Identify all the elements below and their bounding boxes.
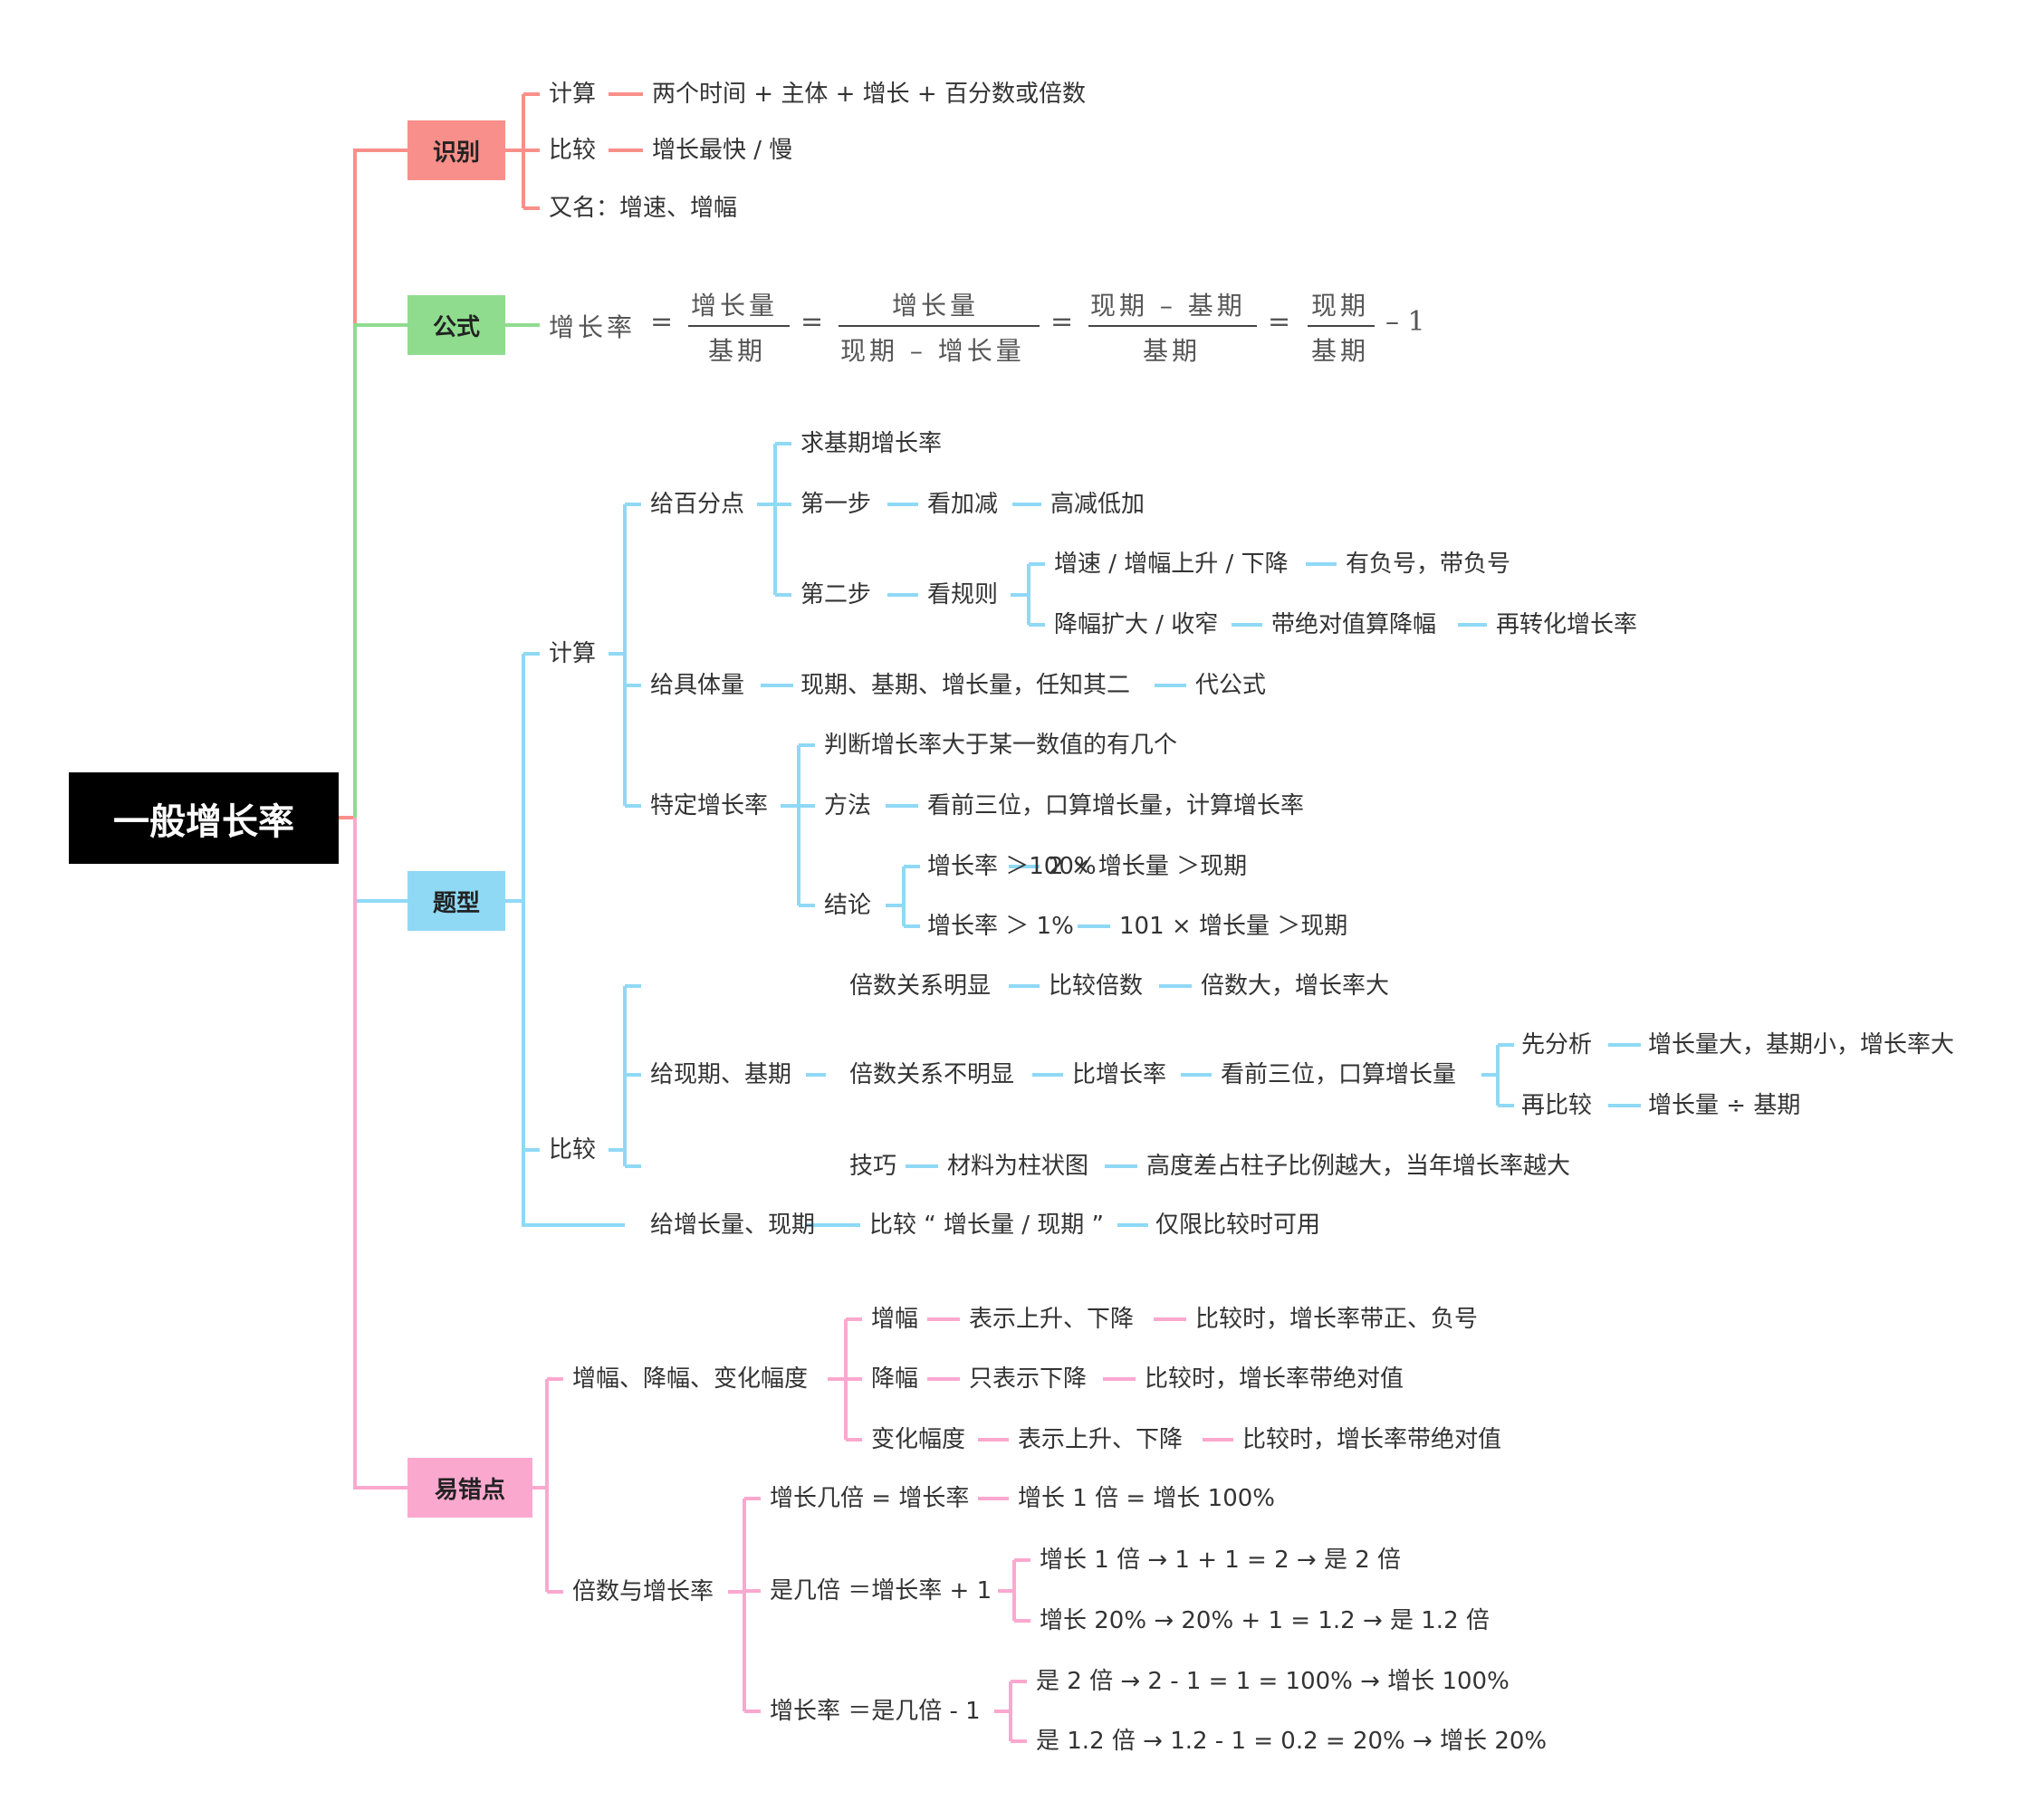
formula-eq-3: = (1050, 306, 1074, 338)
formula-f1-bar (688, 325, 790, 327)
types-unobvious: 倍数关系不明显 (849, 1061, 1015, 1088)
mistakes-m3-b: 是 1.2 倍 → 1.2 - 1 = 0.2 = 20% → 增长 20% (1036, 1728, 1548, 1755)
types-skill: 技巧 (849, 1153, 897, 1180)
formula-connectors (353, 323, 540, 818)
types-analyze: 先分析 (1521, 1031, 1593, 1058)
mistakes-dec: 降幅 (871, 1365, 919, 1393)
mistakes-chg-b: 比较时，增长率带绝对值 (1242, 1426, 1502, 1453)
types-recompare-res: 增长量 ÷ 基期 (1648, 1092, 1801, 1119)
types-step2-a: 看规则 (927, 581, 999, 608)
mistakes-inc-b: 比较时，增长率带正、负号 (1195, 1306, 1479, 1333)
category-types[interactable]: 题型 (407, 871, 505, 931)
mistakes-m2-b: 增长 20% → 20% + 1 = 1.2 → 是 1.2 倍 (1040, 1607, 1490, 1634)
types-method: 方法 (824, 792, 872, 819)
types-given-cur-base: 给现期、基期 (650, 1061, 792, 1088)
types-connectors (353, 442, 1641, 1227)
types-c1: 增长率 ＞100% (927, 853, 1097, 880)
formula-lhs: 增长率 (549, 312, 637, 342)
formula-f1-num: 增长量 (691, 291, 779, 321)
identify-alias: 又名：增速、增幅 (549, 195, 738, 222)
types-obvious: 倍数关系明显 (849, 972, 992, 1000)
mistakes-inc-a: 表示上升、下降 (969, 1306, 1135, 1333)
types-inc-cur-b: 仅限比较时可用 (1155, 1212, 1321, 1239)
mistakes-chg-a: 表示上升、下降 (1018, 1426, 1184, 1453)
mistakes-m1: 增长几倍 = 增长率 (770, 1485, 970, 1512)
category-identify[interactable]: 识别 (407, 120, 505, 180)
formula-eq-2: = (800, 306, 824, 338)
formula-f4-num: 现期 (1311, 291, 1370, 321)
types-conclusion: 结论 (824, 892, 872, 919)
formula-eq-1: = (650, 306, 674, 338)
types-c1-res: 2 × 增长量 ＞现期 (1049, 853, 1248, 880)
types-analyze-res: 增长量大，基期小，增长率大 (1648, 1031, 1955, 1058)
identify-compare: 比较 (549, 137, 597, 164)
formula-f2-num: 增长量 (892, 291, 980, 321)
mistakes-multiple: 倍数与增长率 (572, 1578, 714, 1605)
types-rule1: 增速 / 增幅上升 / 下降 (1054, 551, 1289, 578)
types-method-a: 看前三位，口算增长量，计算增长率 (927, 792, 1305, 819)
types-c2: 增长率 ＞ 1% (927, 913, 1074, 940)
types-step1-a: 看加减 (927, 491, 999, 518)
formula-f3-den: 基期 (1143, 336, 1202, 366)
formula-f3-bar (1088, 325, 1257, 327)
types-recompare: 再比较 (1521, 1092, 1593, 1119)
types-skill-b: 高度差占柱子比例越大，当年增长率越大 (1146, 1153, 1571, 1180)
mistakes-connectors (353, 818, 1233, 1743)
types-pct-point: 给百分点 (650, 491, 745, 518)
types-step1-b: 高减低加 (1050, 491, 1145, 518)
formula-f1-den: 基期 (708, 336, 767, 366)
types-c2-res: 101 × 增长量 ＞现期 (1119, 913, 1348, 940)
formula-f2-den: 现期 – 增长量 (840, 336, 1025, 366)
types-obvious-b: 倍数大，增长率大 (1201, 972, 1390, 1000)
root-title: 一般增长率 (113, 800, 294, 843)
types-specific: 特定增长率 (650, 792, 769, 819)
types-step1: 第一步 (800, 491, 872, 518)
category-formula[interactable]: 公式 (407, 295, 505, 355)
identify-calc-desc: 两个时间 + 主体 + 增长 + 百分数或倍数 (652, 81, 1086, 108)
mistakes-range: 增幅、降幅、变化幅度 (572, 1365, 809, 1393)
formula-f4-den: 基期 (1311, 336, 1370, 366)
mistakes-inc: 增幅 (871, 1306, 919, 1333)
formula-f2-bar (839, 325, 1040, 327)
mistakes-dec-a: 只表示下降 (969, 1365, 1088, 1393)
types-obvious-a: 比较倍数 (1049, 972, 1144, 1000)
types-rule2: 降幅扩大 / 收窄 (1054, 611, 1219, 638)
types-inc-cur-a: 比较 “ 增长量 / 现期 ” (869, 1212, 1105, 1239)
types-unobvious-a: 比增长率 (1072, 1061, 1167, 1088)
identify-calc: 计算 (549, 81, 597, 108)
types-step2: 第二步 (800, 581, 872, 608)
mistakes-m2: 是几倍 ＝增长率 + 1 (770, 1577, 992, 1604)
mistakes-m3-a: 是 2 倍 → 2 - 1 = 1 = 100% → 增长 100% (1036, 1668, 1510, 1695)
types-unobvious-b: 看前三位，口算增长量 (1221, 1061, 1457, 1088)
mistakes-m3: 增长率 ＝是几倍 - 1 (770, 1698, 981, 1725)
mistakes-m1-a: 增长 1 倍 = 增长 100% (1018, 1485, 1275, 1512)
identify-compare-desc: 增长最快 / 慢 (652, 137, 793, 164)
types-judge: 判断增长率大于某一数值的有几个 (824, 732, 1178, 759)
root-node[interactable] (69, 772, 339, 864)
category-mistakes[interactable]: 易错点 (407, 1458, 532, 1518)
types-base-rate: 求基期增长率 (800, 430, 943, 457)
types-rule1-res: 有负号，带负号 (1346, 551, 1511, 578)
types-compare: 比较 (549, 1136, 597, 1164)
types-concrete: 给具体量 (650, 672, 745, 699)
formula-tail: – 1 (1385, 306, 1425, 338)
formula-f3-num: 现期 – 基期 (1090, 291, 1246, 321)
types-skill-a: 材料为柱状图 (947, 1153, 1089, 1180)
formula-f4-bar (1308, 325, 1375, 327)
types-given-inc-cur: 给增长量、现期 (650, 1212, 816, 1239)
types-concrete-b: 代公式 (1195, 672, 1267, 699)
types-rule2-res2: 再转化增长率 (1496, 611, 1638, 638)
mistakes-dec-b: 比较时，增长率带绝对值 (1145, 1365, 1404, 1393)
mistakes-chg: 变化幅度 (871, 1426, 966, 1453)
types-concrete-a: 现期、基期、增长量，任知其二 (800, 672, 1131, 699)
formula-eq-4: = (1268, 306, 1291, 338)
types-rule2-res: 带绝对值算降幅 (1271, 611, 1437, 638)
types-calc: 计算 (549, 640, 597, 667)
mistakes-m2-a: 增长 1 倍 → 1 + 1 = 2 → 是 2 倍 (1040, 1547, 1402, 1574)
